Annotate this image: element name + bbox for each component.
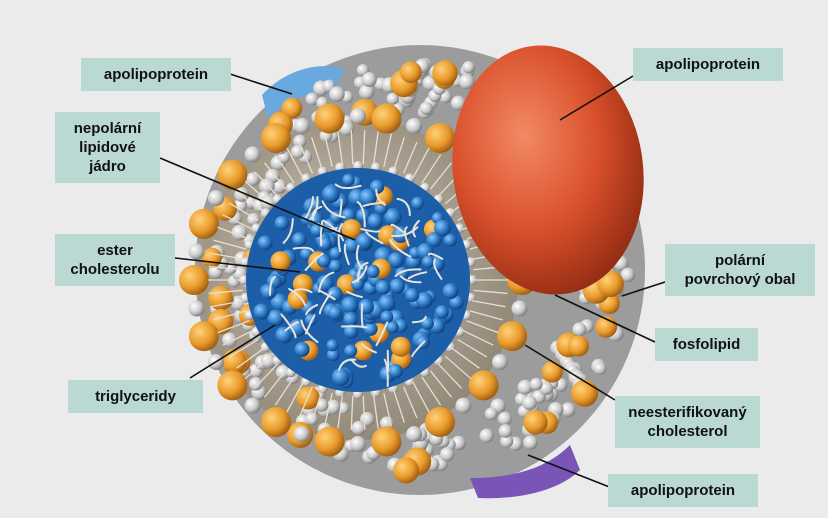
triglyceride-droplet xyxy=(378,295,395,312)
triglyceride-droplet xyxy=(367,213,382,228)
triglyceride-droplet xyxy=(275,216,289,230)
cholesterol-head xyxy=(523,410,547,434)
small-polar-head xyxy=(350,108,366,124)
small-polar-head xyxy=(406,426,422,442)
small-polar-head xyxy=(249,377,263,391)
triglyceride-droplet xyxy=(295,342,310,357)
label-apolipoprotein-top-right: apolipoprotein xyxy=(633,48,783,81)
small-polar-head xyxy=(329,86,345,102)
phospholipid-head xyxy=(315,103,345,133)
phospholipid-head xyxy=(497,321,527,351)
phospholipid-head xyxy=(217,370,247,400)
small-polar-head xyxy=(485,407,498,420)
triglyceride-droplet xyxy=(326,339,338,351)
triglyceride-droplet xyxy=(292,232,307,247)
small-polar-head xyxy=(294,426,310,442)
triglyceride-droplet xyxy=(388,364,403,379)
small-polar-head xyxy=(350,436,366,452)
small-polar-head xyxy=(499,424,513,438)
cholesterol-head xyxy=(432,60,458,86)
triglyceride-droplet xyxy=(258,235,273,250)
triglyceride-droplet xyxy=(422,255,435,268)
phospholipid-head xyxy=(371,427,401,457)
small-polar-head xyxy=(352,421,366,435)
small-polar-head xyxy=(208,190,224,206)
label-apolipoprotein-top-left: apolipoprotein xyxy=(81,58,231,91)
label-nepolarni-lipidove-jadro: nepolární lipidové jádro xyxy=(55,112,160,183)
small-polar-head xyxy=(498,412,512,426)
label-neesterifikovany-cholesterol: neesterifikovaný cholesterol xyxy=(615,396,760,448)
cholesterol-head xyxy=(202,248,222,268)
cholesterol-head xyxy=(568,335,589,356)
small-polar-head xyxy=(512,300,528,316)
triglyceride-droplet xyxy=(411,197,424,210)
label-triglyceridy: triglyceridy xyxy=(68,380,203,413)
triglyceride-droplet xyxy=(389,278,405,294)
triglyceride-droplet xyxy=(380,310,393,323)
small-polar-head xyxy=(523,435,537,449)
cholesteryl-ester-head xyxy=(391,337,411,357)
small-polar-head xyxy=(362,72,377,87)
triglyceride-droplet xyxy=(328,306,342,320)
cholesterol-head xyxy=(571,380,598,407)
triglyceride-droplet xyxy=(364,322,378,336)
triglyceride-droplet xyxy=(435,305,449,319)
cholesterol-head xyxy=(222,349,247,374)
label-polarni-povrchovy-obal: polární povrchový obal xyxy=(665,244,815,296)
lipid-strand xyxy=(388,351,389,371)
small-polar-head xyxy=(492,354,508,370)
triglyceride-droplet xyxy=(443,283,459,299)
small-polar-head xyxy=(245,146,261,162)
triglyceride-droplet xyxy=(261,284,277,300)
cholesterol-head xyxy=(393,457,419,483)
triglyceride-droplet xyxy=(421,317,434,330)
small-polar-head xyxy=(294,118,310,134)
label-apolipoprotein-bottom: apolipoprotein xyxy=(608,474,758,507)
phospholipid-head xyxy=(469,370,499,400)
small-polar-head xyxy=(522,396,537,411)
small-polar-head xyxy=(406,118,422,134)
cholesterol-head xyxy=(400,61,422,83)
triglyceride-droplet xyxy=(341,296,358,313)
triglyceride-droplet xyxy=(332,368,350,386)
triglyceride-droplet xyxy=(267,310,284,327)
phospholipid-head xyxy=(315,427,345,457)
triglyceride-droplet xyxy=(344,344,357,357)
label-ester-cholesterolu: ester cholesterolu xyxy=(55,234,175,286)
triglyceride-droplet xyxy=(322,185,340,203)
phospholipid-head xyxy=(371,103,401,133)
label-fosfolipid: fosfolipid xyxy=(655,328,758,361)
triglyceride-droplet xyxy=(253,303,269,319)
small-polar-head xyxy=(420,102,433,115)
triglyceride-droplet xyxy=(358,299,374,315)
triglyceride-droplet xyxy=(405,288,419,302)
triglyceride-droplet xyxy=(342,174,354,186)
small-polar-head xyxy=(188,300,204,316)
small-polar-head xyxy=(455,398,471,414)
triglyceride-droplet xyxy=(366,265,379,278)
small-polar-head xyxy=(480,429,494,443)
phospholipid-head xyxy=(189,209,219,239)
small-polar-head xyxy=(462,61,474,73)
small-polar-head xyxy=(188,244,204,260)
triglyceride-droplet xyxy=(434,220,451,237)
triglyceride-droplet xyxy=(329,259,342,272)
cholesterol-head xyxy=(542,361,563,382)
triglyceride-droplet xyxy=(376,280,391,295)
phospholipid-head xyxy=(179,265,209,295)
small-polar-head xyxy=(530,378,543,391)
phospholipid-head xyxy=(217,160,247,190)
small-polar-head xyxy=(440,447,454,461)
cholesteryl-ester-head xyxy=(288,289,308,309)
phospholipid-head xyxy=(189,321,219,351)
small-polar-head xyxy=(594,362,607,375)
small-polar-head xyxy=(305,412,318,425)
small-polar-head xyxy=(245,398,261,414)
